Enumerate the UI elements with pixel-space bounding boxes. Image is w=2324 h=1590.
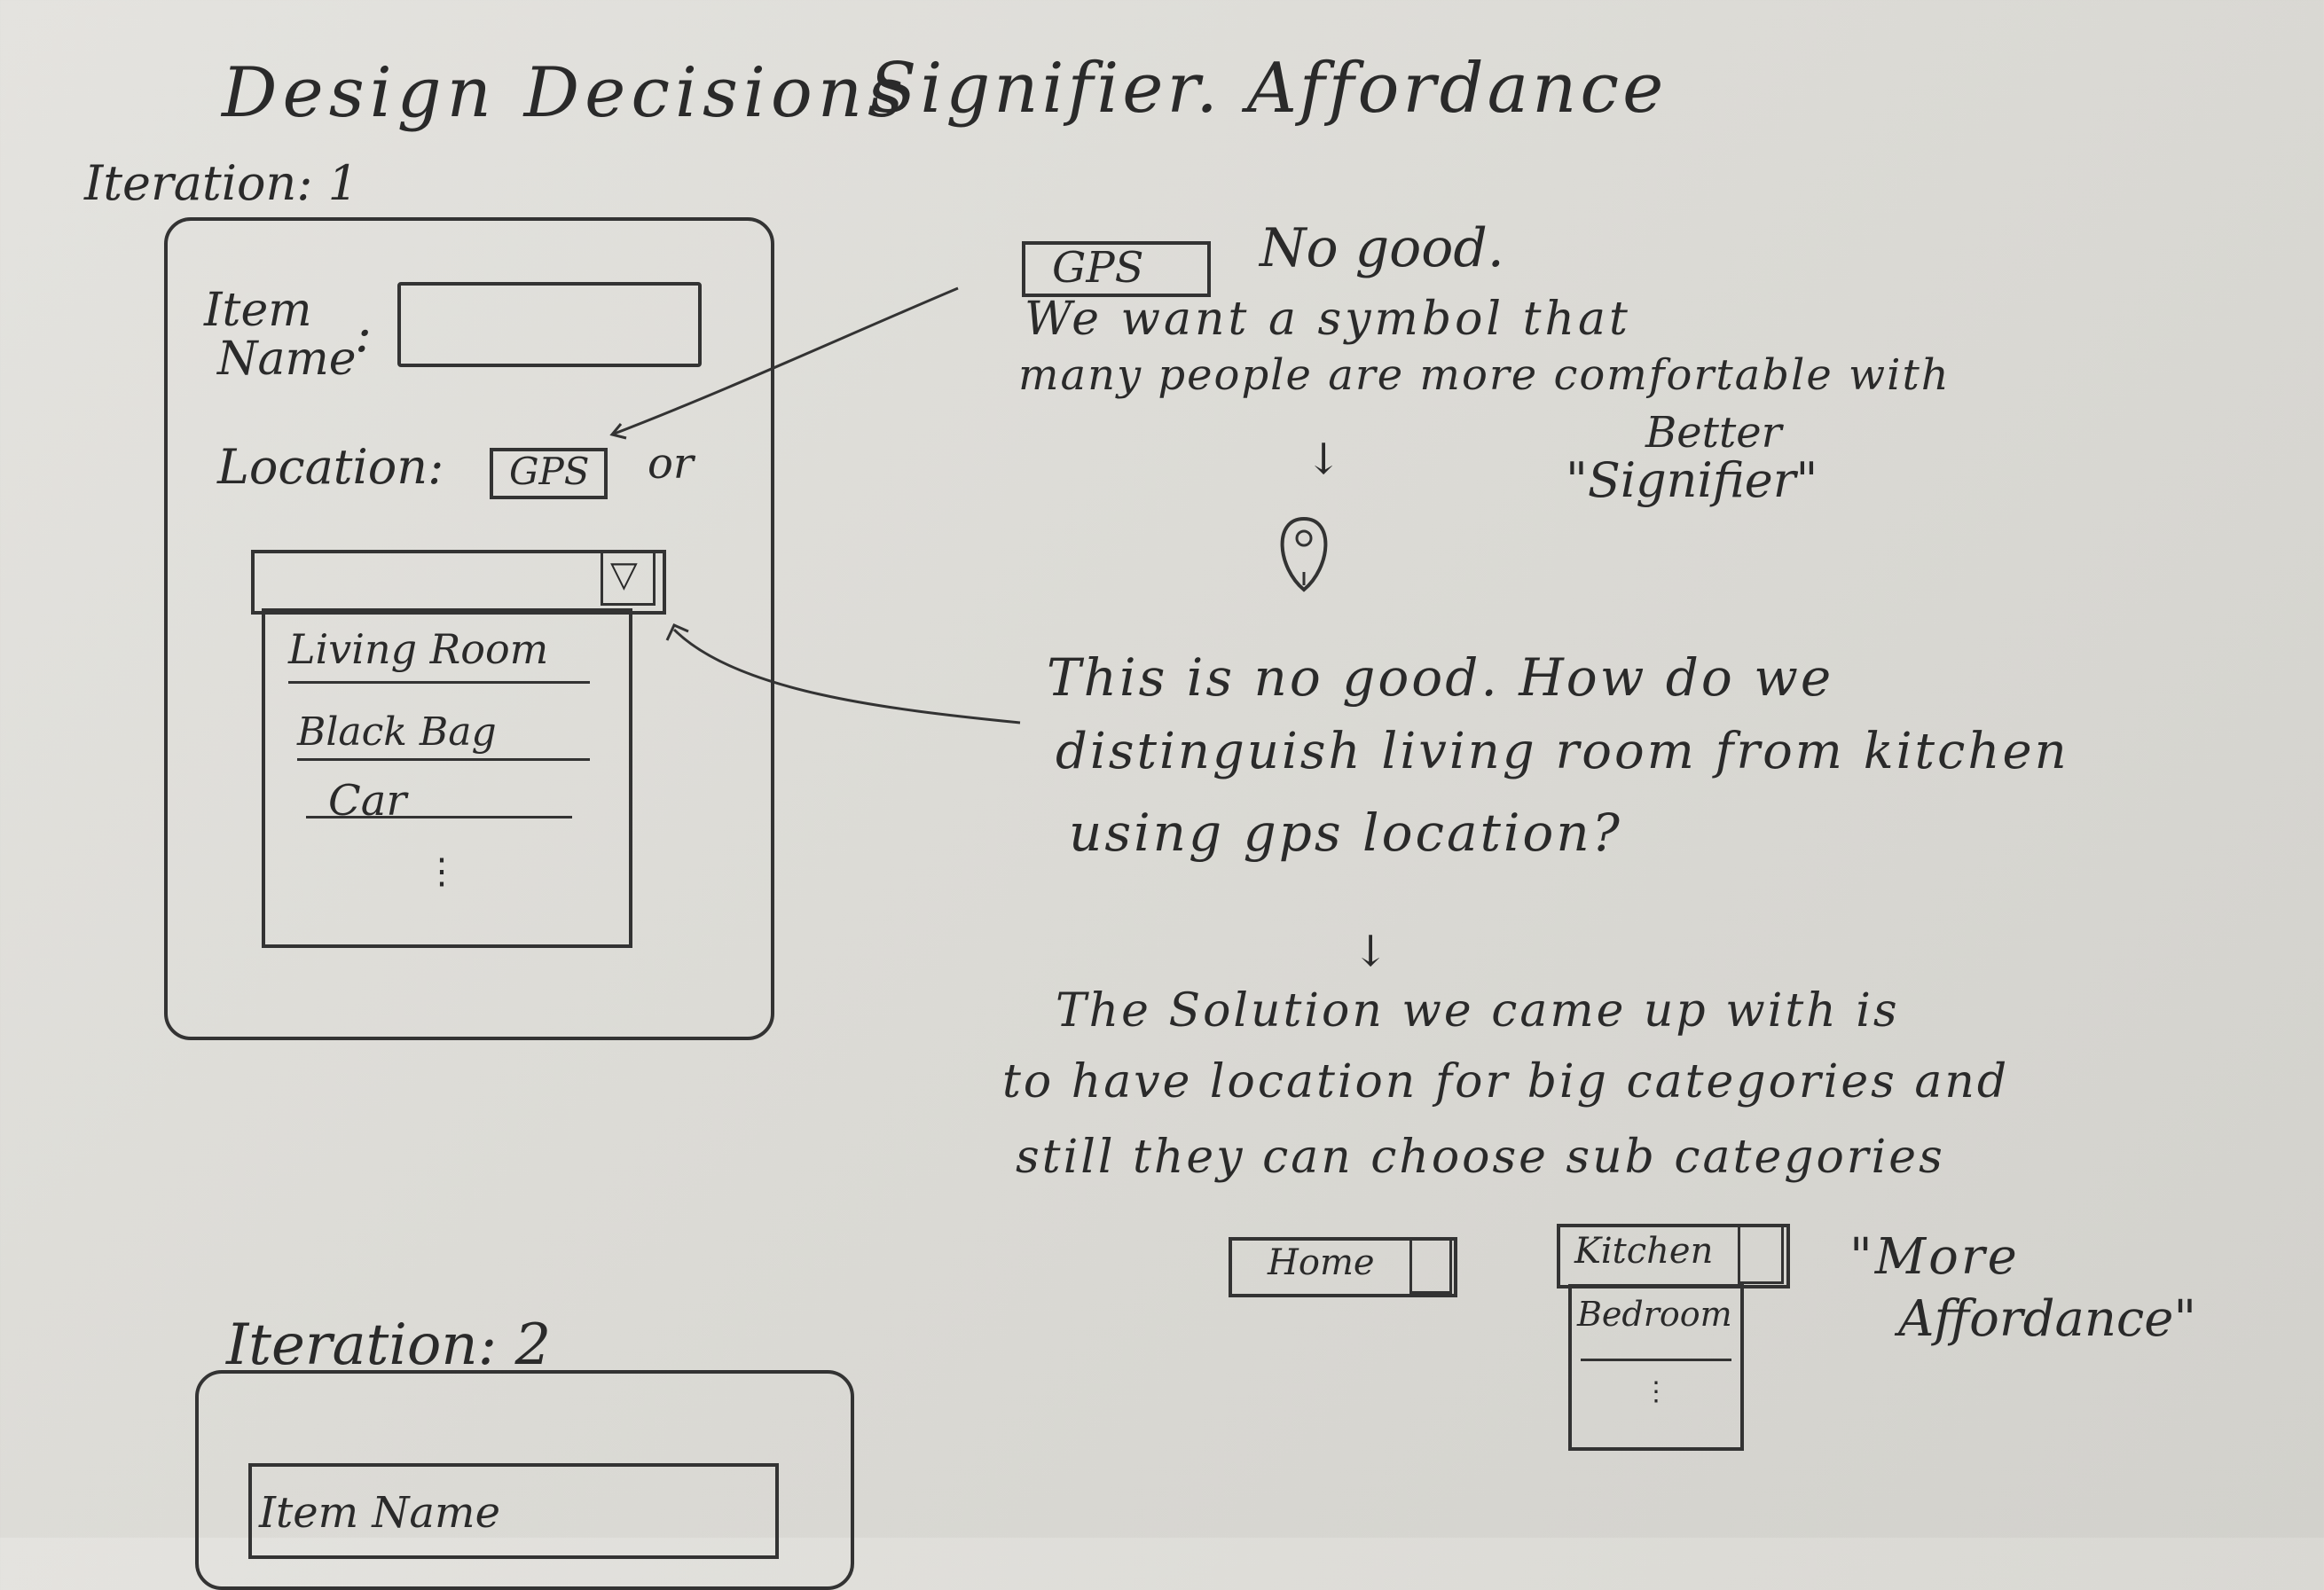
- arrow-to-gps: [609, 286, 959, 440]
- dropdown-arrow-glyph: ▽: [610, 554, 638, 595]
- gps-label-box: GPS: [1022, 241, 1211, 297]
- better-note: Better: [1645, 408, 1782, 458]
- iteration-2-item-name-input[interactable]: Item Name: [248, 1463, 779, 1559]
- gps-label: GPS: [1052, 243, 1144, 293]
- location-label: Location:: [217, 439, 444, 495]
- arrow-to-dropdown: [665, 623, 1021, 725]
- iteration-1-label: Iteration: 1: [84, 155, 358, 211]
- divider: [297, 758, 590, 761]
- down-arrow-1: ↓: [1306, 435, 1342, 484]
- dropdown-ellipsis: ⋮: [424, 851, 459, 892]
- divider: [306, 816, 572, 818]
- home-dropdown-label: Home: [1268, 1242, 1375, 1283]
- item-name-label-line1: Item: [204, 284, 312, 337]
- kitchen-dropdown-list: Bedroom ⋮: [1568, 1284, 1744, 1451]
- divider: [288, 681, 590, 684]
- dropdown-item-black-bag[interactable]: Black Bag: [297, 709, 497, 755]
- comfortable-note: many people are more comfortable with: [1018, 350, 1951, 400]
- gps-button[interactable]: GPS: [490, 448, 608, 499]
- item-name-input[interactable]: [397, 282, 702, 367]
- dropdown-item-living-room[interactable]: Living Room: [288, 625, 549, 673]
- annotation-layer: [609, 286, 1328, 725]
- or-text: or: [648, 439, 694, 489]
- page-title: Design Decisions: [222, 53, 909, 133]
- using-gps-note: using gps location?: [1069, 803, 1622, 863]
- want-symbol-note: We want a symbol that: [1025, 293, 1631, 346]
- chevron-down-icon[interactable]: [1738, 1224, 1784, 1284]
- location-dropdown[interactable]: ▽: [251, 550, 666, 615]
- no-good-note: No good.: [1260, 217, 1504, 279]
- iteration-1-phone-frame: [164, 217, 774, 1040]
- solution-line-2: to have location for big categories and: [1002, 1055, 2010, 1108]
- kitchen-dropdown[interactable]: Kitchen: [1557, 1224, 1790, 1288]
- bedroom-item[interactable]: Bedroom: [1577, 1295, 1732, 1334]
- more-affordance-line1: "More: [1849, 1228, 2020, 1286]
- divider: [1581, 1359, 1731, 1361]
- map-pin-icon: [1280, 516, 1328, 592]
- iteration-2-label: Iteration: 2: [226, 1312, 552, 1378]
- home-dropdown[interactable]: Home: [1229, 1237, 1457, 1297]
- chevron-down-icon[interactable]: ▽: [601, 550, 656, 606]
- gps-button-label: GPS: [509, 450, 590, 493]
- better-signifier-note: "Signifier": [1566, 452, 1818, 508]
- down-arrow-2: ↓: [1353, 927, 1389, 976]
- this-no-good-note: This is no good. How do we: [1047, 647, 1834, 708]
- item-name-colon: :: [355, 306, 372, 364]
- location-dropdown-list: [262, 608, 632, 948]
- sub-ellipsis: ⋮: [1643, 1376, 1669, 1407]
- solution-line-3: still they can choose sub categories: [1016, 1131, 1945, 1184]
- header-terms: Signifier. Affordance: [869, 49, 1668, 129]
- solution-line-1: The Solution we came up with is: [1056, 984, 1900, 1038]
- chevron-down-icon[interactable]: [1409, 1237, 1452, 1294]
- distinguish-note: distinguish living room from kitchen: [1056, 723, 2069, 780]
- iteration-2-item-name-label: Item Name: [259, 1488, 500, 1538]
- more-affordance-line2: Affordance": [1898, 1290, 2197, 1348]
- item-name-label-line2: Name: [217, 333, 357, 386]
- kitchen-dropdown-label: Kitchen: [1574, 1231, 1714, 1272]
